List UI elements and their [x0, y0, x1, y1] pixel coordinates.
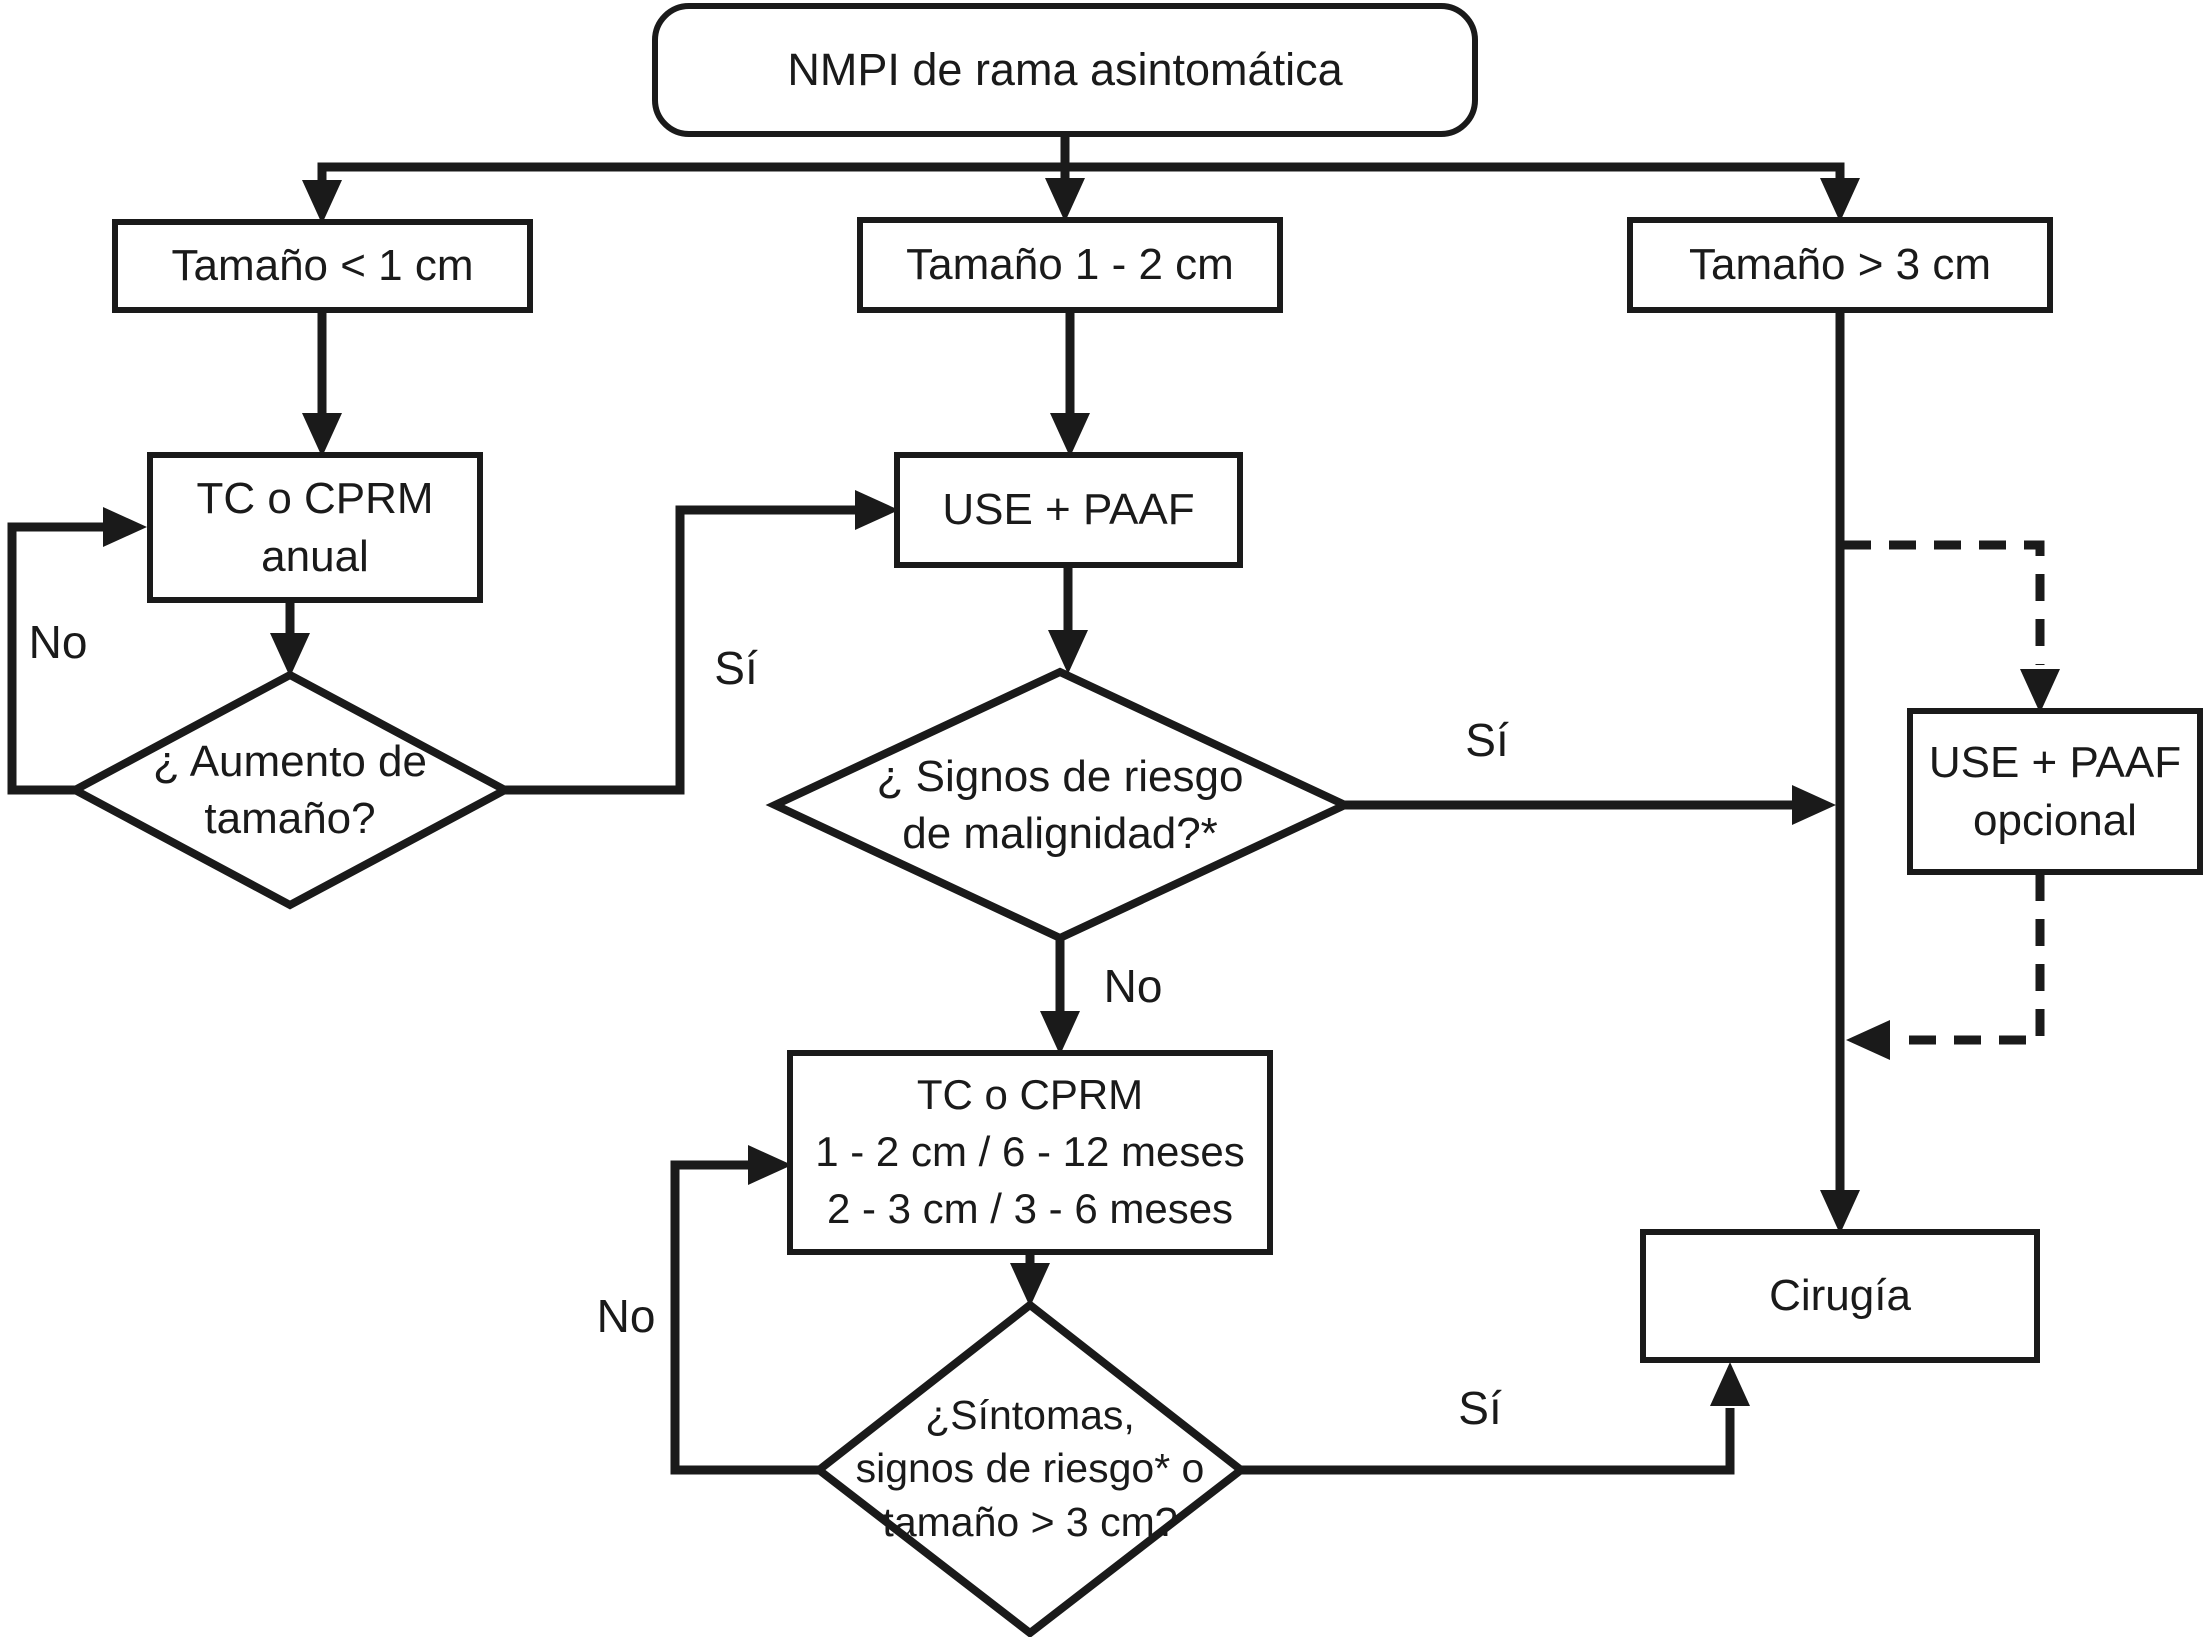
arrowhead-yes-into-use-paaf — [855, 490, 899, 530]
arrowhead-yes-into-surgery — [1710, 1362, 1750, 1406]
node-use-paaf-shape — [894, 452, 1243, 568]
arrowhead-into-size-gt3 — [1820, 178, 1860, 222]
node-size-1-2-shape — [857, 217, 1283, 313]
arrowhead-yes-into-trunk — [1792, 785, 1836, 825]
edge-dashed-to-opcional — [1844, 540, 2045, 665]
edge-dashed-from-opcional — [1896, 874, 2045, 1045]
node-symptoms-diamond-shape — [812, 1299, 1248, 1637]
arrowhead-into-symptoms-diamond — [1010, 1263, 1050, 1307]
edge-growth-no-loop — [7, 522, 105, 795]
arrowhead-into-growth-diamond — [270, 633, 310, 677]
edge-symptoms-no-loop — [670, 1160, 820, 1475]
node-tc-anual-shape — [147, 452, 483, 603]
node-size-lt1-shape — [112, 219, 533, 313]
edge-branch-line — [317, 162, 1845, 180]
arrowhead-into-opcional — [2020, 669, 2060, 713]
arrowhead-no-into-tc-interval — [748, 1145, 792, 1185]
arrowhead-into-surgery-top — [1820, 1190, 1860, 1234]
node-use-paaf-opcional-shape — [1907, 708, 2203, 875]
node-size-gt3-shape — [1627, 217, 2053, 313]
arrowhead-into-tc-anual — [302, 413, 342, 457]
arrowhead-into-use-paaf-top — [1050, 413, 1090, 457]
arrowhead-into-size-1-2 — [1045, 178, 1085, 222]
node-malignancy-diamond-shape — [765, 667, 1355, 943]
node-tc-interval-shape — [787, 1050, 1273, 1255]
arrowhead-into-size-lt1 — [302, 180, 342, 224]
node-root-shape — [652, 3, 1478, 137]
node-growth-diamond-shape — [66, 670, 514, 910]
arrowhead-into-malignancy-diamond — [1048, 630, 1088, 674]
arrowhead-dashed-into-trunk — [1846, 1020, 1890, 1060]
arrowhead-into-tc-interval — [1040, 1011, 1080, 1055]
edge-growth-yes — [505, 505, 857, 795]
arrowhead-no-into-tc-anual — [103, 507, 147, 547]
node-surgery-shape — [1640, 1229, 2040, 1363]
edge-symptoms-yes — [1241, 1408, 1735, 1475]
